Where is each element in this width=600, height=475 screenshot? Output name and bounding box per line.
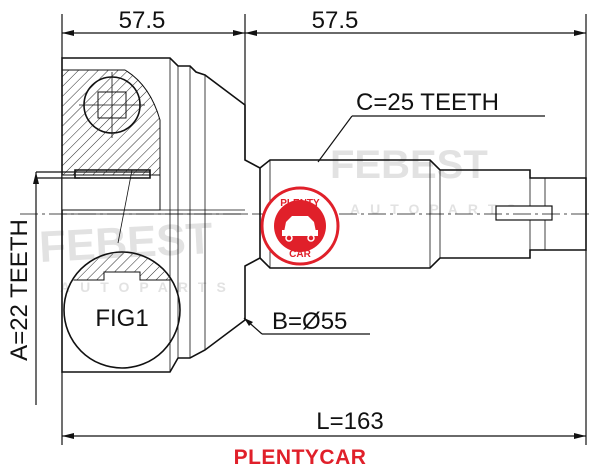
watermark-subtext-left: AUTOPARTS	[60, 279, 236, 295]
watermark-text-right: FEBEST	[330, 143, 488, 187]
seal-diameter-callout: B=Ø55	[243, 308, 370, 335]
ball-cage	[36, 72, 151, 179]
watermark-subtext-right: AUTOPARTS	[350, 201, 526, 217]
outer-teeth-callout: C=25 TEETH	[317, 89, 545, 163]
total-length-dimension: L=163	[61, 250, 587, 445]
car-icon	[284, 216, 316, 232]
brand-footer: PLENTYCAR	[233, 446, 367, 469]
outer-teeth-label: C=25 TEETH	[356, 89, 499, 116]
fig1-detail: FIG1	[63, 169, 181, 369]
bell-knurl	[62, 209, 245, 215]
logo-text-bottom: CAR	[289, 249, 311, 260]
keyway	[495, 205, 553, 221]
seal-diameter-label: B=Ø55	[272, 308, 347, 335]
plentycar-logo: PLENTY CAR	[260, 186, 340, 266]
watermark: FEBEST FEBEST AUTOPARTS AUTOPARTS	[38, 143, 526, 295]
inner-teeth-label: A=22 TEETH	[6, 219, 33, 361]
fig1-label: FIG1	[95, 305, 148, 332]
stub-shaft	[20, 159, 592, 269]
inner-teeth-dimension: A=22 TEETH	[6, 172, 39, 405]
top-dimension: 57.5 57.5	[61, 7, 587, 180]
total-length-label: L=163	[316, 408, 383, 435]
logo-text-top: PLENTY	[280, 198, 320, 209]
inner-section	[62, 69, 161, 211]
right-length-label: 57.5	[312, 7, 359, 34]
left-length-label: 57.5	[119, 7, 166, 34]
